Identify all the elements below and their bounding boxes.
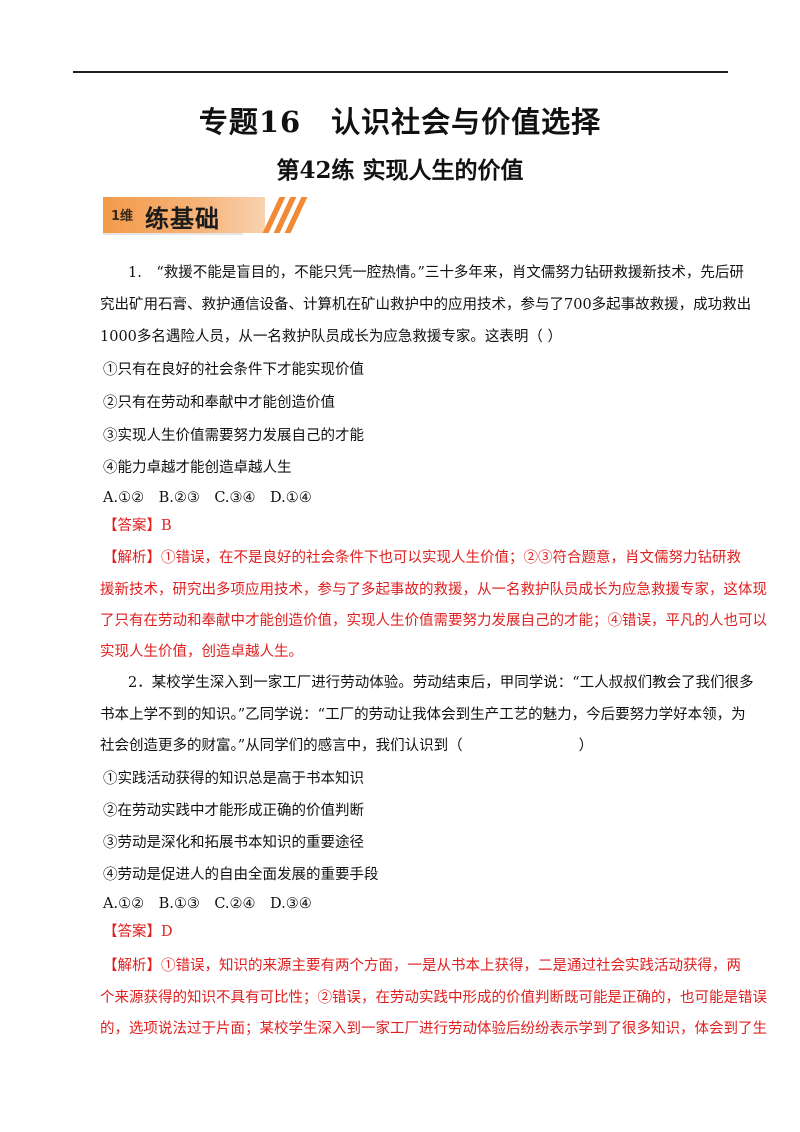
q1-analysis-line: 实现人生价值，创造卓越人生。 (100, 644, 303, 660)
q2-option: ①实践活动获得的知识总是高于书本知识 (103, 771, 364, 787)
q1-option: ④能力卓越才能创造卓越人生 (103, 460, 292, 476)
q2-stem-line: 社会创造更多的财富。”从同学们的感言中，我们认识到（ ） (100, 738, 594, 754)
q2-analysis-line: 个来源获得的知识不具有可比性；②错误，在劳动实践中形成的价值判断既可能是正确的，… (100, 990, 767, 1006)
q1-analysis-line: 援新技术，研究出多项应用技术，参与了多起事故的救援，从一名救护队员成长为应急救援… (100, 582, 767, 598)
q2-stem-line: 2．某校学生深入到一家工厂进行劳动体验。劳动结束后，甲同学说：“工人叔叔们教会了… (128, 675, 754, 691)
section-banner: 1维 练基础 (103, 197, 308, 237)
q1-stem-line: 1000多名遇险人员，从一名救护队员成长为应急救援专家。这表明（ ） (100, 329, 563, 345)
page-subtitle: 第42练 实现人生的价值 (276, 157, 524, 184)
q2-answer: 【答案】D (103, 924, 173, 940)
q1-option: ②只有在劳动和奉献中才能创造价值 (103, 395, 335, 411)
q1-analysis-line: 【解析】①错误，在不是良好的社会条件下也可以实现人生价值；②③符合题意，肖文儒努… (103, 550, 741, 566)
q1-stem-line: 究出矿用石膏、救护通信设备、计算机在矿山救护中的应用技术，参与了700多起事故救… (100, 297, 752, 313)
q2-option: ②在劳动实践中才能形成正确的价值判断 (103, 803, 364, 819)
banner-background (103, 197, 265, 233)
q2-stem-line: 书本上学不到的知识。”乙同学说：“工厂的劳动让我体会到生产工艺的魅力，今后要努力… (100, 707, 746, 723)
q1-stem-line: 1. “救援不能是盲目的，不能只凭一腔热情。”三十多年来，肖文儒努力钻研救援新技… (128, 265, 744, 281)
q2-analysis-line: 的，选项说法过于片面；某校学生深入到一家工厂进行劳动体验后纷纷表示学到了很多知识… (100, 1021, 767, 1037)
q1-option: ①只有在良好的社会条件下才能实现价值 (103, 362, 364, 378)
banner-underline (103, 233, 243, 235)
q1-option: ③实现人生价值需要努力发展自己的才能 (103, 428, 364, 444)
q2-option: ④劳动是促进人的自由全面发展的重要手段 (103, 867, 379, 883)
q2-option: ③劳动是深化和拓展书本知识的重要途径 (103, 835, 364, 851)
banner-label: 练基础 (145, 205, 220, 233)
banner-badge: 1维 (111, 209, 134, 224)
top-rule (73, 71, 728, 73)
page-title: 专题16 认识社会与价值选择 (198, 105, 602, 139)
q2-choices: A.①② B.①③ C.②④ D.③④ (103, 896, 312, 912)
q1-analysis-line: 了只有在劳动和奉献中才能创造价值，实现人生价值需要努力发展自己的才能；④错误，平… (100, 613, 767, 629)
q1-choices: A.①② B.②③ C.③④ D.①④ (103, 490, 312, 506)
q1-answer: 【答案】B (103, 518, 172, 534)
q2-analysis-line: 【解析】①错误，知识的来源主要有两个方面，一是从书本上获得，二是通过社会实践活动… (103, 958, 741, 974)
